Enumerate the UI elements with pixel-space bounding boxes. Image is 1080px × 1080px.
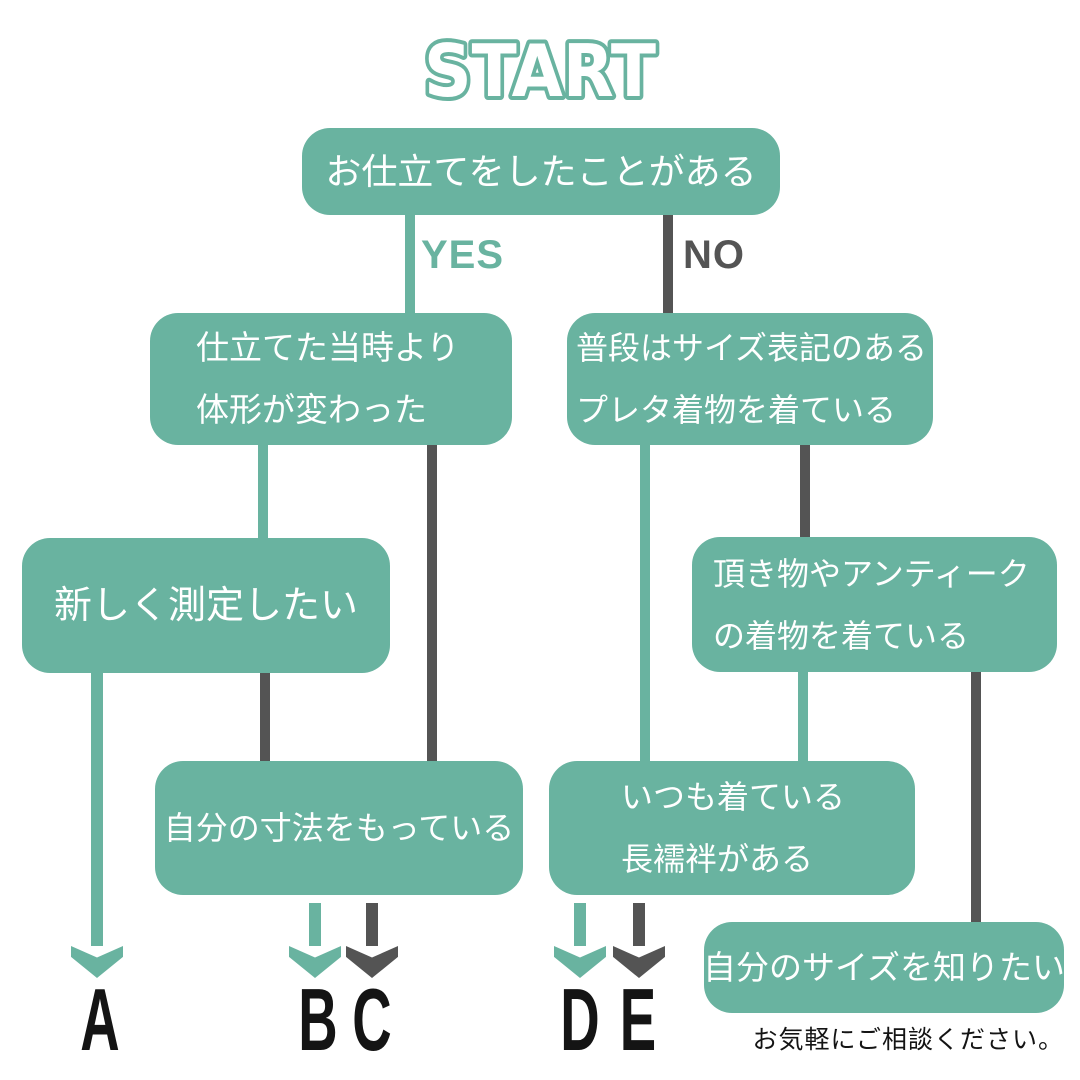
edge-antique-to-nagajuban bbox=[798, 670, 808, 762]
result-label-d: D bbox=[560, 970, 600, 1069]
result-label-b: B bbox=[298, 970, 338, 1069]
node-own-measurements-text: 自分の寸法をもっている bbox=[163, 810, 515, 846]
arrow-down-shaft bbox=[91, 672, 103, 946]
arrow-down-shaft bbox=[366, 903, 378, 946]
edge-pret-to-nagajuban bbox=[640, 443, 650, 762]
start-title-text: START bbox=[424, 32, 656, 112]
result-label-a: A bbox=[80, 970, 120, 1069]
node-antique: 頂き物やアンティーク の着物を着ている bbox=[692, 537, 1057, 672]
node-nagajuban-line2: 長襦袢がある bbox=[621, 841, 814, 877]
node-own-measurements: 自分の寸法をもっている bbox=[155, 761, 523, 895]
arrow-down-shaft bbox=[633, 903, 645, 946]
node-pret-kimono-line2: プレタ着物を着ている bbox=[576, 392, 897, 428]
node-start-text: お仕立てをしたことがある bbox=[325, 150, 757, 192]
branch-label-no: NO bbox=[683, 233, 745, 277]
node-pret-kimono: 普段はサイズ表記のある プレタ着物を着ている bbox=[567, 313, 933, 445]
edge-shape-to-ownsize bbox=[427, 443, 437, 762]
result-arrow-b bbox=[289, 903, 341, 978]
node-antique-line2: の着物を着ている bbox=[713, 617, 970, 654]
result-arrow-a bbox=[71, 672, 123, 978]
edge-measure-to-ownsize bbox=[260, 671, 270, 762]
result-arrow-d bbox=[554, 903, 606, 978]
arrow-down-shaft bbox=[574, 903, 586, 946]
node-know-size-text: 自分のサイズを知りたい bbox=[703, 948, 1066, 986]
node-new-measure-text: 新しく測定したい bbox=[53, 584, 358, 627]
node-pret-kimono-line1: 普段はサイズ表記のある bbox=[576, 330, 928, 366]
node-shape-changed: 仕立てた当時より 体形が変わった bbox=[150, 313, 512, 445]
node-nagajuban-line1: いつも着ている bbox=[621, 779, 846, 815]
edge-yes-line bbox=[405, 213, 415, 314]
start-title: START bbox=[420, 32, 660, 112]
edge-antique-to-knowsize bbox=[971, 671, 981, 923]
result-arrow-c bbox=[346, 903, 398, 978]
result-label-e: E bbox=[619, 970, 657, 1069]
node-start: お仕立てをしたことがある bbox=[302, 128, 780, 215]
node-know-size: 自分のサイズを知りたい bbox=[703, 922, 1066, 1013]
consult-note: お気軽にご相談ください。 bbox=[752, 1026, 1064, 1054]
result-arrow-e bbox=[613, 903, 665, 978]
branch-label-yes: YES bbox=[421, 233, 505, 277]
node-antique-line1: 頂き物やアンティーク bbox=[713, 555, 1030, 592]
node-shape-changed-line1: 仕立てた当時より bbox=[196, 329, 460, 366]
edge-pret-to-antique bbox=[800, 443, 810, 538]
result-label-c: C bbox=[352, 970, 392, 1069]
node-new-measure: 新しく測定したい bbox=[22, 538, 390, 673]
node-shape-changed-line2: 体形が変わった bbox=[196, 391, 427, 428]
edge-no-line bbox=[663, 213, 673, 314]
arrow-down-shaft bbox=[309, 903, 321, 946]
edge-shape-to-measure bbox=[258, 443, 268, 539]
node-nagajuban: いつも着ている 長襦袢がある bbox=[549, 761, 915, 895]
